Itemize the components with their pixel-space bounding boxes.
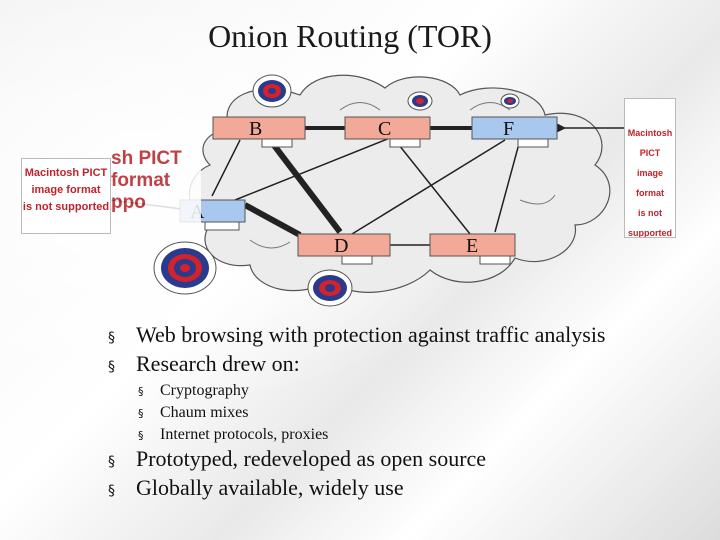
node-label-b: B <box>249 118 262 140</box>
bullet-text: Research drew on: <box>136 351 300 376</box>
pict-placeholder-left: Macintosh PICT image format is not suppo… <box>21 158 111 234</box>
bullet-text: Chaum mixes <box>160 404 249 421</box>
router-node-f: F <box>471 116 558 148</box>
bullet-icon: § <box>108 454 115 470</box>
sub-bullet-item: § Internet protocols, proxies <box>138 424 708 446</box>
onion-icon <box>252 74 292 108</box>
router-node-b: B <box>212 116 306 148</box>
onion-icon <box>307 269 353 307</box>
pict-line: is not supported <box>628 208 672 238</box>
sub-bullet-item: § Cryptography <box>138 380 708 402</box>
bullet-icon: § <box>108 359 115 375</box>
onion-icon <box>407 91 433 111</box>
router-node-d: D <box>297 233 391 265</box>
router-node-e: E <box>429 233 516 265</box>
pict-line: image format <box>635 168 664 198</box>
network-cloud <box>188 74 611 293</box>
onion-icon <box>500 93 520 109</box>
onion-icon <box>153 241 217 295</box>
bullet-text: Prototyped, redeveloped as open source <box>136 446 487 471</box>
pict-line: Macintosh PICT <box>627 128 673 158</box>
node-label-e: E <box>466 235 478 257</box>
bullet-text: Globally available, widely use <box>136 475 404 500</box>
pict-line: is not supported <box>22 201 110 213</box>
pict-line: Macintosh PICT <box>24 167 108 179</box>
bullet-icon: § <box>108 330 115 346</box>
node-label-f: F <box>503 118 514 140</box>
pict-fragment-line: ppo <box>111 192 146 213</box>
bullet-item: § Research drew on: <box>108 351 708 380</box>
pict-fragment-line: sh PICT <box>111 148 182 169</box>
bullet-text: Internet protocols, proxies <box>160 426 329 443</box>
sub-bullet-item: § Chaum mixes <box>138 402 708 424</box>
router-node-c: C <box>344 116 431 148</box>
bullet-item: § Web browsing with protection against tr… <box>108 322 708 351</box>
pict-fragment-line: format <box>111 170 171 191</box>
bullet-item: § Globally available, widely use <box>108 475 708 504</box>
pict-placeholder-fragment: sh PICT format ppo <box>111 148 201 224</box>
slide-title: Onion Routing (TOR) <box>208 18 492 54</box>
node-label-c: C <box>378 118 391 140</box>
bullet-text: Cryptography <box>160 382 249 399</box>
pict-placeholder-right: Macintosh PICT image format is not suppo… <box>624 98 676 238</box>
bullet-icon: § <box>138 407 144 420</box>
bullet-icon: § <box>108 483 115 499</box>
bullet-text: Web browsing with protection against tra… <box>136 322 606 347</box>
bullet-item: § Prototyped, redeveloped as open source <box>108 446 708 475</box>
bullet-icon: § <box>138 429 144 442</box>
bullet-list: § Web browsing with protection against tr… <box>108 322 708 504</box>
bullet-icon: § <box>138 385 144 398</box>
node-label-d: D <box>334 235 348 257</box>
pict-line: image format <box>31 184 101 196</box>
